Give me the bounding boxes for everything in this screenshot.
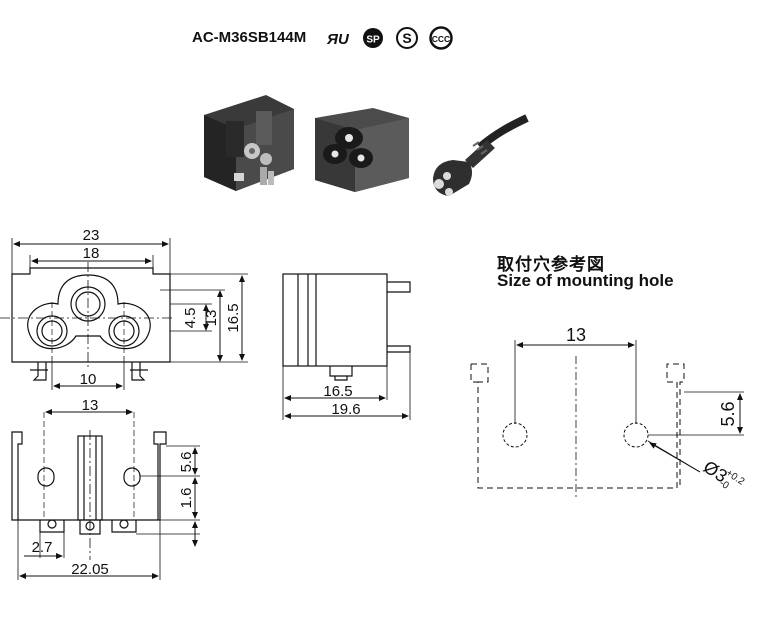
mounting-hole-drawing bbox=[470, 340, 744, 500]
svg-text:U: U bbox=[338, 31, 350, 48]
certification-marks: Я U SP S CCC bbox=[326, 26, 453, 50]
mounting-hole-title-en: Size of mounting hole bbox=[497, 271, 674, 290]
dim-height-16-5: 16.5 bbox=[225, 303, 242, 332]
dim-hole-offset-5-6: 5.6 bbox=[718, 401, 738, 426]
ccc-icon: CCC bbox=[429, 26, 453, 50]
product-photo-rear bbox=[204, 95, 294, 191]
csa-icon: SP bbox=[363, 28, 383, 48]
dim-bottom-10: 10 bbox=[80, 371, 97, 388]
product-photo-front bbox=[315, 108, 409, 192]
dim-h-5-6: 5.6 bbox=[178, 452, 195, 473]
s-mark-icon: S bbox=[396, 27, 418, 49]
model-number: AC-M36SB144M bbox=[192, 29, 307, 46]
dim-hole-spacing-13: 13 bbox=[566, 325, 586, 345]
dim-inner-18: 18 bbox=[83, 245, 100, 262]
svg-text:Я: Я bbox=[326, 31, 339, 48]
side-view-dimensions bbox=[284, 395, 409, 419]
dim-pitch-2-7: 2.7 bbox=[32, 539, 53, 556]
dim-pin-spacing-13: 13 bbox=[203, 310, 220, 327]
product-photo-plug bbox=[433, 114, 529, 196]
dim-hole-diameter: Ø3 bbox=[700, 457, 731, 487]
bottom-view bbox=[11, 412, 200, 580]
ul-recognized-icon: Я U bbox=[326, 31, 350, 48]
dim-depth-16-5: 16.5 bbox=[323, 383, 352, 400]
bottom-view-dimensions bbox=[19, 409, 198, 579]
front-view bbox=[0, 238, 248, 390]
mounting-hole-dimensions bbox=[516, 342, 743, 473]
svg-text:S: S bbox=[402, 30, 411, 46]
dim-h-1-6: 1.6 bbox=[178, 488, 195, 509]
svg-text:SP: SP bbox=[366, 35, 380, 46]
dim-spacing-13: 13 bbox=[82, 397, 99, 414]
dim-width-22-05: 22.05 bbox=[71, 561, 109, 578]
dim-hole-tol-plus: +0.2 bbox=[724, 468, 747, 488]
dim-total-19-6: 19.6 bbox=[331, 401, 360, 418]
dim-top-pin-4-5: 4.5 bbox=[182, 308, 199, 329]
front-view-dimensions bbox=[13, 241, 245, 389]
side-view bbox=[282, 273, 411, 420]
dim-hole-tol-minus: -0 bbox=[717, 478, 731, 492]
dim-width-23: 23 bbox=[83, 227, 100, 244]
mounting-hole-title-zh: 取付穴参考図 bbox=[497, 255, 605, 274]
svg-text:CCC: CCC bbox=[432, 34, 450, 44]
